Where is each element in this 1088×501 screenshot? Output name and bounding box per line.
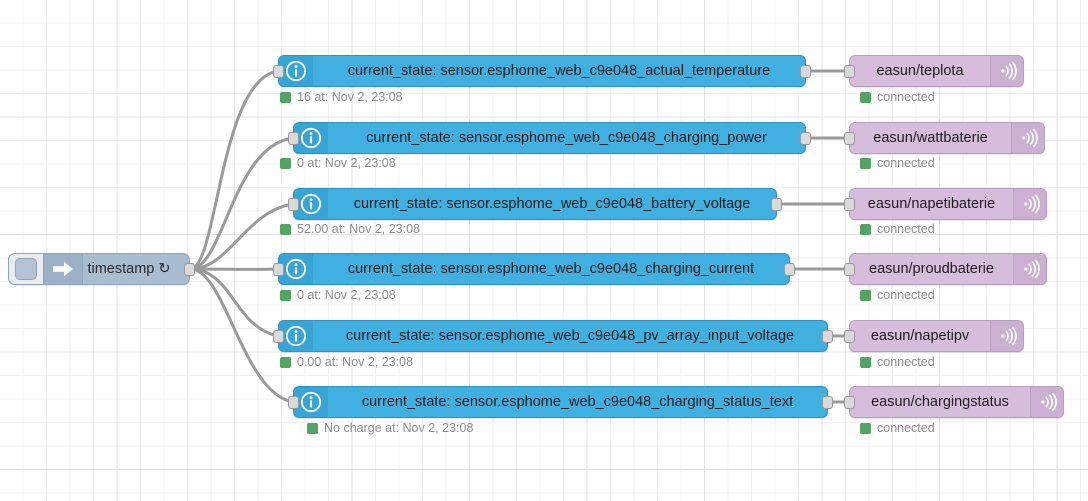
info-circle-icon [294,123,328,153]
node-input-port[interactable] [844,65,855,78]
mqtt-status-6: connected [860,421,935,435]
status-dot-icon [860,157,871,169]
status-text: connected [877,222,935,236]
node-input-port[interactable] [288,132,299,145]
node-status-6: No charge at: Nov 2, 23:08 [307,421,473,435]
inject-node-timestamp[interactable]: timestamp ↻ [8,253,195,285]
arrow-right-icon [44,254,83,284]
status-text: connected [877,288,935,302]
node-output-port[interactable] [800,65,811,78]
ha-current-state-node-4[interactable]: current_state: sensor.esphome_web_c9e048… [273,253,795,285]
status-dot-icon [307,422,318,434]
mqtt-out-node-3[interactable]: easun/napetibaterie [844,188,1047,220]
node-input-port[interactable] [844,330,855,343]
mqtt-out-node-4[interactable]: easun/proudbaterie [844,253,1047,285]
info-circle-icon [279,321,313,351]
status-dot-icon [280,356,291,368]
inject-output-port[interactable] [184,263,195,276]
node-status-5: 0.00 at: Nov 2, 23:08 [280,355,413,369]
ha-current-state-node-2[interactable]: current_state: sensor.esphome_web_c9e048… [288,122,811,154]
node-input-port[interactable] [288,198,299,211]
node-input-port[interactable] [844,132,855,145]
mqtt-status-1: connected [860,90,935,104]
status-dot-icon [860,289,871,301]
node-input-port[interactable] [844,263,855,276]
info-circle-icon [279,254,313,284]
mqtt-status-4: connected [860,288,935,302]
mqtt-out-node-2[interactable]: easun/wattbaterie [844,122,1045,154]
mqtt-node-label: easun/chargingstatus [871,394,1009,410]
mqtt-status-5: connected [860,355,935,369]
node-output-port[interactable] [784,263,795,276]
ha-node-label: current_state: sensor.esphome_web_c9e048… [347,261,755,277]
inject-button-square [15,258,37,280]
mqtt-status-3: connected [860,222,935,236]
ha-node-label: current_state: sensor.esphome_web_c9e048… [347,63,771,79]
mqtt-node-label: easun/teplota [876,63,964,79]
node-input-port[interactable] [288,396,299,409]
node-input-port[interactable] [273,263,284,276]
ha-current-state-node-6[interactable]: current_state: sensor.esphome_web_c9e048… [288,386,833,418]
status-text: connected [877,90,935,104]
mqtt-signal-icon [1011,123,1044,153]
status-dot-icon [280,289,291,301]
ha-node-label: current_state: sensor.esphome_web_c9e048… [353,196,751,212]
status-dot-icon [860,356,871,368]
ha-current-state-node-1[interactable]: current_state: sensor.esphome_web_c9e048… [273,55,811,87]
node-input-port[interactable] [273,65,284,78]
status-text: connected [877,355,935,369]
ha-current-state-node-5[interactable]: current_state: sensor.esphome_web_c9e048… [273,320,833,352]
node-status-4: 0 at: Nov 2, 23:08 [280,288,396,302]
mqtt-status-2: connected [860,156,935,170]
status-text: connected [877,156,935,170]
node-status-1: 16 at: Nov 2, 23:08 [280,90,403,104]
node-output-port[interactable] [822,396,833,409]
status-text: 52.00 at: Nov 2, 23:08 [297,222,421,236]
status-text: 0 at: Nov 2, 23:08 [297,156,396,170]
wire-inject-to-sensor-2 [188,136,295,271]
status-dot-icon [860,223,871,235]
inject-trigger-button[interactable] [9,254,44,284]
node-status-3: 52.00 at: Nov 2, 23:08 [280,222,420,236]
mqtt-node-label: easun/wattbaterie [873,130,988,146]
status-text: No charge at: Nov 2, 23:08 [324,421,474,435]
mqtt-out-node-5[interactable]: easun/napetipv [844,320,1024,352]
node-input-port[interactable] [273,330,284,343]
ha-node-label: current_state: sensor.esphome_web_c9e048… [345,328,795,344]
status-text: 0.00 at: Nov 2, 23:08 [297,355,414,369]
status-dot-icon [860,91,871,103]
wire-inject-to-sensor-5 [188,267,280,338]
info-circle-icon [294,387,328,417]
mqtt-signal-icon [1030,387,1063,417]
mqtt-node-label: easun/napetibaterie [867,196,996,212]
inject-node-label: timestamp ↻ [87,261,171,277]
mqtt-signal-icon [1013,254,1046,284]
node-input-port[interactable] [844,396,855,409]
status-dot-icon [860,422,871,434]
info-circle-icon [294,189,328,219]
ha-node-label: current_state: sensor.esphome_web_c9e048… [361,394,794,410]
node-output-port[interactable] [771,198,782,211]
mqtt-out-node-1[interactable]: easun/teplota [844,55,1024,87]
node-status-2: 0 at: Nov 2, 23:08 [280,156,396,170]
mqtt-out-node-6[interactable]: easun/chargingstatus [844,386,1064,418]
status-text: 16 at: Nov 2, 23:08 [297,90,403,104]
info-circle-icon [279,56,313,86]
mqtt-signal-icon [1013,189,1046,219]
wire-inject-to-sensor-1 [188,69,280,271]
mqtt-signal-icon [990,321,1023,351]
status-dot-icon [280,91,291,103]
node-output-port[interactable] [800,132,811,145]
status-text: connected [877,421,935,435]
mqtt-signal-icon [990,56,1023,86]
status-text: 0 at: Nov 2, 23:08 [297,288,396,302]
status-dot-icon [280,223,291,235]
mqtt-node-label: easun/napetipv [870,328,970,344]
mqtt-node-label: easun/proudbaterie [869,261,994,277]
ha-current-state-node-3[interactable]: current_state: sensor.esphome_web_c9e048… [288,188,782,220]
status-dot-icon [280,157,291,169]
node-output-port[interactable] [822,330,833,343]
ha-node-label: current_state: sensor.esphome_web_c9e048… [366,130,767,146]
node-input-port[interactable] [844,198,855,211]
